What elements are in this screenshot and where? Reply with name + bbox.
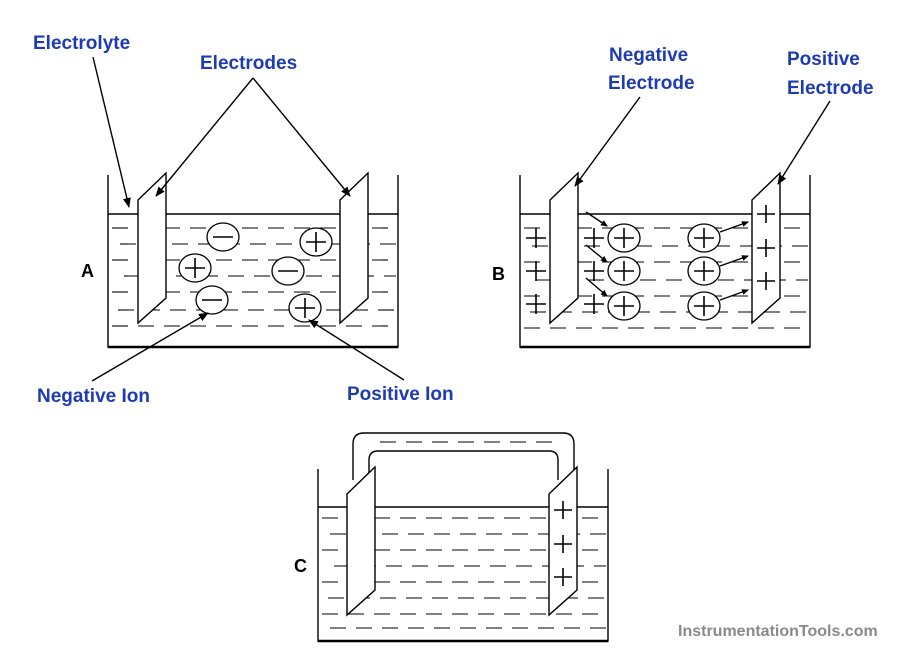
positive-ion-arrow <box>308 319 405 381</box>
electrolyte-arrow <box>92 56 131 208</box>
negative-ion <box>195 285 229 315</box>
panel-c-label: C <box>294 556 307 576</box>
positive-ion <box>687 291 721 321</box>
positive-electrode-signs <box>757 205 775 290</box>
positive-electrode-arrow <box>777 100 831 185</box>
negative-electrode <box>549 171 579 325</box>
negative-electrode-label-line2: Electrode <box>608 73 695 94</box>
negative-electrode-arrow <box>574 96 641 187</box>
free-plus-marks-b <box>526 228 604 314</box>
connecting-wire-inner <box>368 450 559 480</box>
electrode-left-c <box>346 465 376 617</box>
electrodes-arrow-right <box>252 77 351 197</box>
positive-ion <box>607 291 641 321</box>
electrolyte-label: Electrolyte <box>33 33 130 54</box>
electrode-left-a <box>137 171 167 325</box>
negative-ion <box>206 222 240 252</box>
positive-ion <box>299 227 333 257</box>
electrode-right-c-signs <box>554 501 572 586</box>
panel-b <box>519 96 831 349</box>
positive-ion <box>288 293 322 323</box>
watermark: InstrumentationTools.com <box>678 623 878 640</box>
panel-b-label: B <box>492 264 505 284</box>
positive-electrode-label-line1: Positive <box>787 49 860 70</box>
electrodes-arrow-left <box>155 77 254 197</box>
connecting-wire-outer <box>352 432 575 480</box>
electrodes-label: Electrodes <box>200 53 297 74</box>
positive-ion <box>178 253 212 283</box>
electrode-right-a <box>339 171 369 325</box>
panel-c <box>317 432 609 643</box>
positive-ion <box>607 256 641 286</box>
panel-a <box>91 56 405 382</box>
positive-electrode-label-line2: Electrode <box>787 78 874 99</box>
positive-ion <box>687 223 721 253</box>
panel-a-label: A <box>81 261 94 281</box>
ion-migration-arrows <box>585 211 749 301</box>
negative-ion-label: Negative Ion <box>37 386 150 407</box>
negative-electrode-label-line1: Negative <box>609 45 688 66</box>
negative-ion-arrow <box>91 312 209 382</box>
positive-ion <box>687 256 721 286</box>
positive-ion <box>607 223 641 253</box>
positive-ion-label: Positive Ion <box>347 384 454 405</box>
negative-ion <box>271 256 305 286</box>
